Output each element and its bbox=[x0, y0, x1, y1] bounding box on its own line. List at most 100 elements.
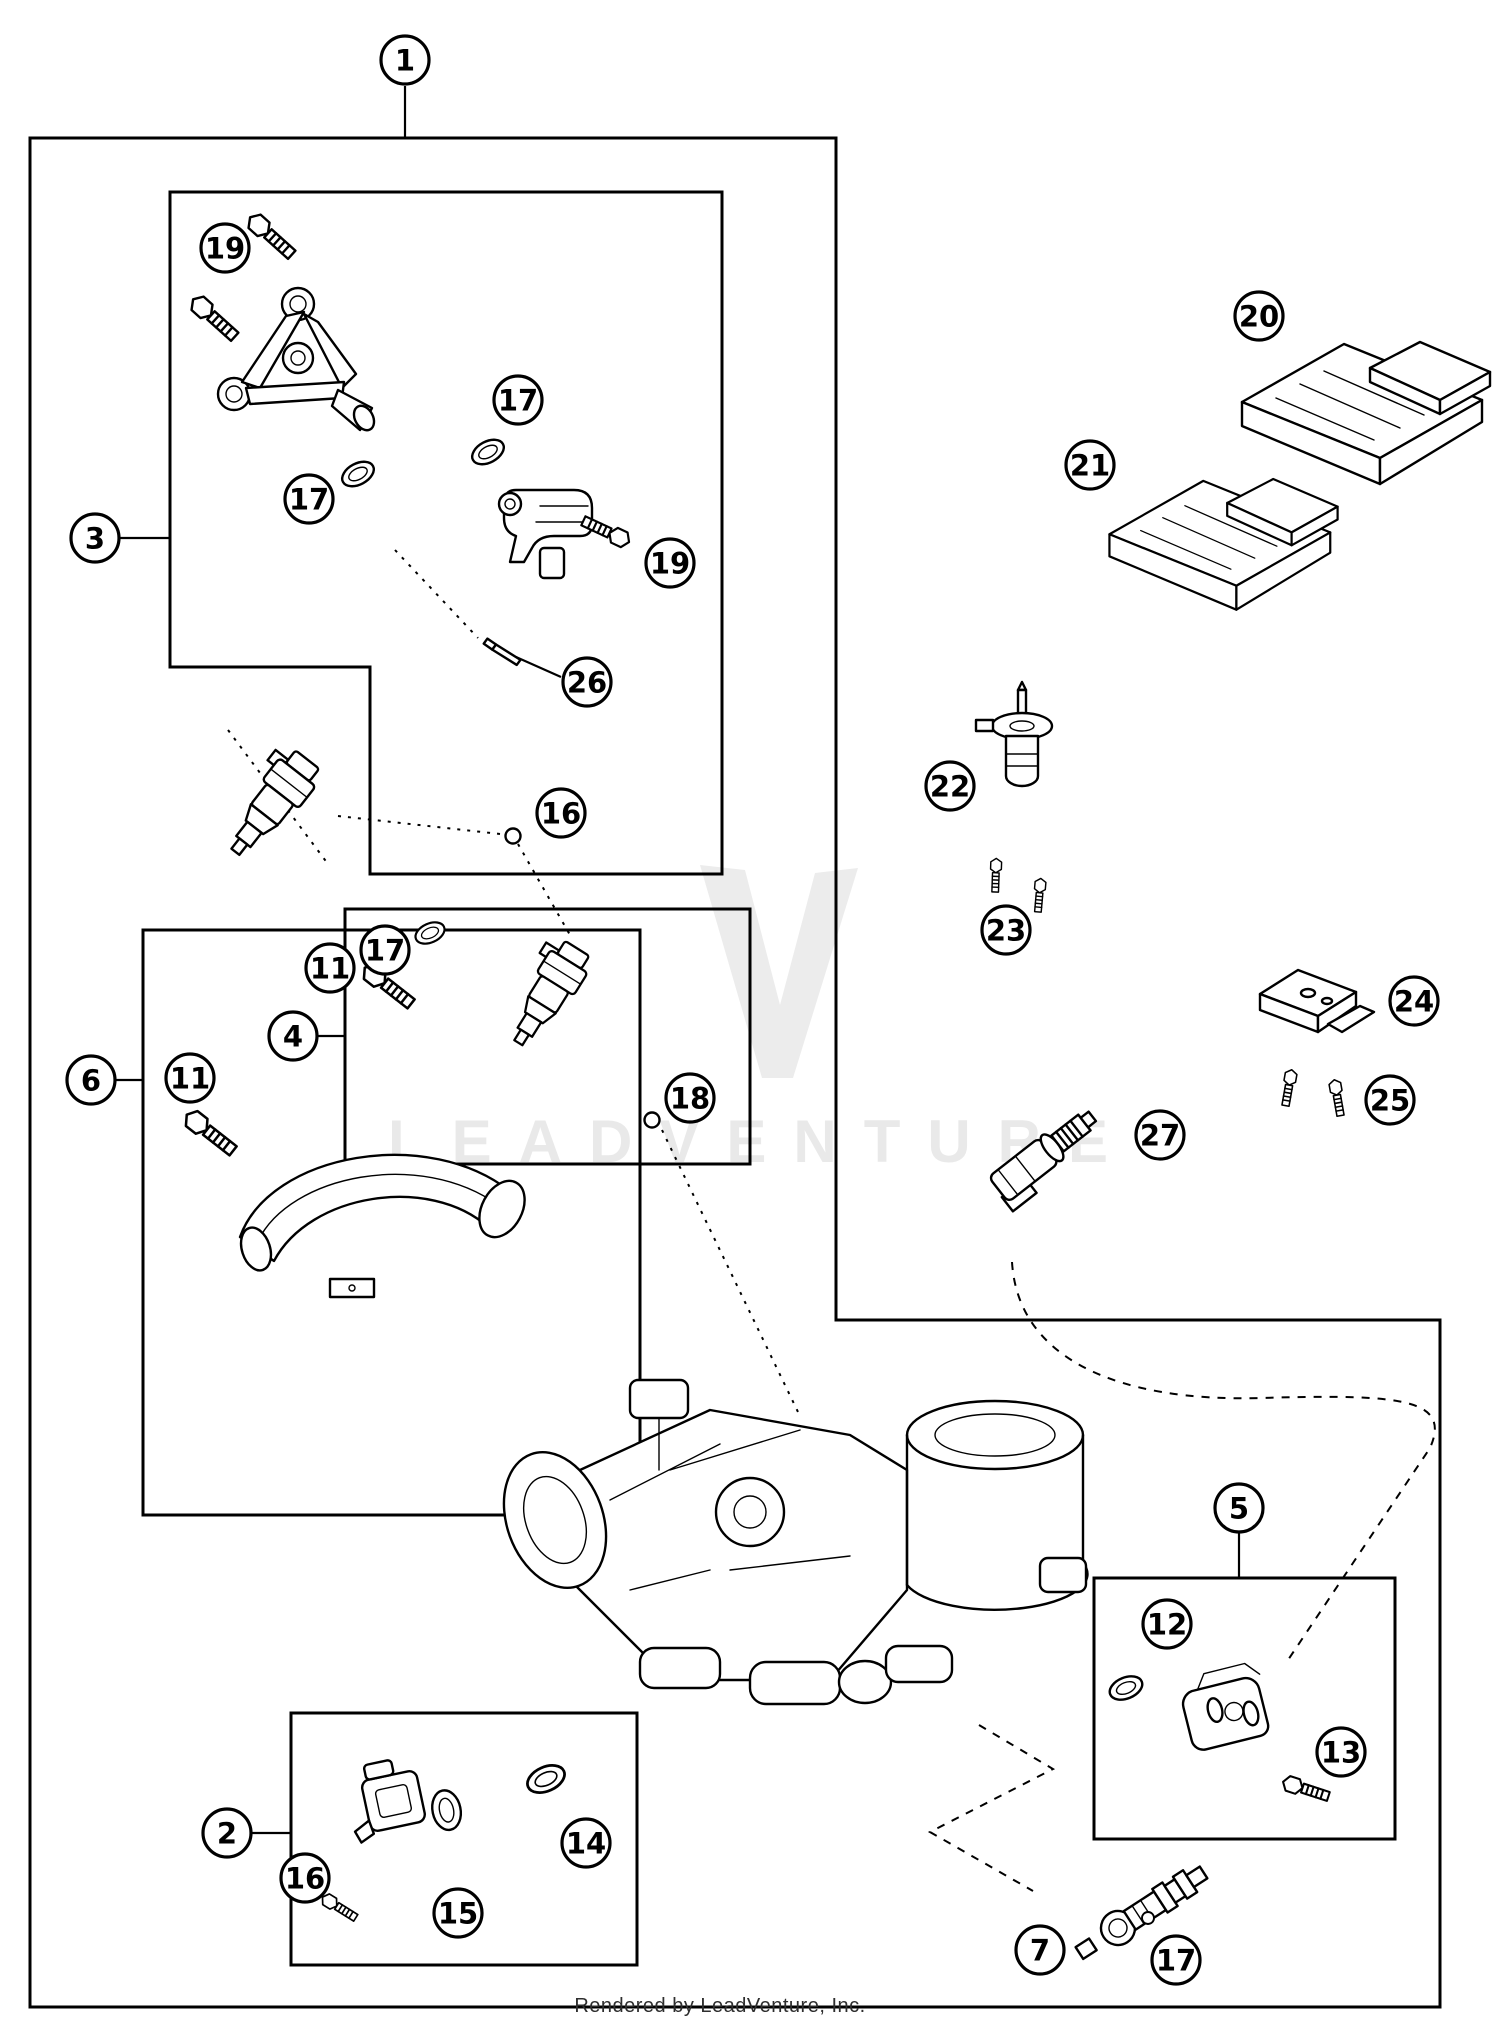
leader-grommet-exit bbox=[517, 843, 571, 936]
callout-13: 13 bbox=[1315, 1726, 1367, 1778]
bolt-19-a bbox=[242, 209, 299, 263]
leader-injector-to-grommet bbox=[337, 815, 501, 835]
callout-number-21: 21 bbox=[1070, 448, 1110, 482]
callout-23: 23 bbox=[980, 904, 1032, 956]
leader-27-to-tps bbox=[1011, 1261, 1436, 1661]
callout-number-16-b: 16 bbox=[285, 1861, 325, 1895]
callout-number-11-b: 11 bbox=[170, 1061, 210, 1095]
bolt-19-b bbox=[185, 291, 242, 345]
callout-number-27: 27 bbox=[1140, 1118, 1180, 1152]
callout-number-24: 24 bbox=[1394, 984, 1434, 1018]
callout-19-b: 19 bbox=[644, 537, 696, 589]
callout-circle-7 bbox=[1014, 1924, 1066, 1976]
o-ring-18 bbox=[643, 1111, 661, 1129]
callout-circle-3 bbox=[69, 512, 121, 564]
throttle-position-sensor bbox=[1175, 1659, 1276, 1754]
o-ring-17-d bbox=[1141, 1911, 1155, 1925]
callout-number-17-b: 17 bbox=[498, 383, 538, 417]
callout-circle-4 bbox=[267, 1010, 319, 1062]
callout-number-5: 5 bbox=[1229, 1491, 1249, 1525]
callout-12: 12 bbox=[1141, 1598, 1193, 1650]
dowel-pin-26 bbox=[479, 636, 525, 667]
callout-circle-16-b bbox=[279, 1852, 331, 1904]
callout-circle-22 bbox=[924, 760, 976, 812]
fuel-injector-3 bbox=[209, 739, 327, 868]
screw-16-b bbox=[318, 1890, 360, 1925]
callout-circle-19-b bbox=[644, 537, 696, 589]
callout-number-26: 26 bbox=[567, 665, 607, 699]
callout-number-20: 20 bbox=[1239, 299, 1279, 333]
callout-number-22: 22 bbox=[930, 769, 970, 803]
callout-19-a: 19 bbox=[199, 222, 251, 274]
leadventure-v-logo bbox=[700, 865, 858, 1078]
connector-lines-layer bbox=[115, 86, 1241, 1835]
callout-circle-19-a bbox=[199, 222, 251, 274]
callout-24: 24 bbox=[1388, 975, 1440, 1027]
leader-lines-layer bbox=[227, 549, 1436, 1892]
callout-number-1: 1 bbox=[395, 43, 415, 77]
o-ring-12 bbox=[1105, 1670, 1147, 1706]
callout-15: 15 bbox=[432, 1887, 484, 1939]
callout-11-b: 11 bbox=[164, 1052, 216, 1104]
callout-number-17-d: 17 bbox=[1156, 1943, 1196, 1977]
leader-body-to-hose bbox=[927, 1724, 1056, 1892]
callout-2: 2 bbox=[201, 1807, 253, 1859]
ecu-20 bbox=[1240, 340, 1492, 486]
callout-circle-5 bbox=[1213, 1482, 1265, 1534]
callout-number-23: 23 bbox=[986, 913, 1026, 947]
callout-number-18: 18 bbox=[670, 1081, 710, 1115]
callout-circle-25 bbox=[1364, 1074, 1416, 1126]
callout-circle-18 bbox=[664, 1072, 716, 1124]
fuel-injector-4 bbox=[492, 931, 597, 1056]
group-box-5 bbox=[1092, 1576, 1397, 1841]
screw-25-a bbox=[1278, 1067, 1299, 1108]
callout-circle-6 bbox=[65, 1054, 117, 1106]
callout-17-c: 17 bbox=[359, 924, 411, 976]
group-box-3 bbox=[168, 190, 724, 876]
callout-circle-11-a bbox=[304, 942, 356, 994]
callout-circle-21 bbox=[1064, 439, 1116, 491]
callout-6: 6 bbox=[65, 1054, 117, 1106]
callout-11-a: 11 bbox=[304, 942, 356, 994]
callout-26-pointer bbox=[515, 655, 562, 679]
callout-25: 25 bbox=[1364, 1074, 1416, 1126]
callout-number-19-b: 19 bbox=[650, 546, 690, 580]
callout-circle-26 bbox=[561, 656, 613, 708]
leader-bracket-to-pin bbox=[394, 549, 479, 639]
callout-number-12: 12 bbox=[1147, 1607, 1187, 1641]
callout-number-16-a: 16 bbox=[541, 796, 581, 830]
callout-number-2: 2 bbox=[217, 1816, 237, 1850]
callout-22: 22 bbox=[924, 760, 976, 812]
o-ring-14 bbox=[521, 1758, 571, 1800]
ecu-21 bbox=[1108, 477, 1339, 611]
callout-number-15: 15 bbox=[438, 1896, 478, 1930]
callout-circle-12 bbox=[1141, 1598, 1193, 1650]
throttle-body bbox=[484, 1378, 1089, 1706]
callout-27: 27 bbox=[1134, 1109, 1186, 1161]
callout-17-a: 17 bbox=[283, 473, 335, 525]
callout-circle-13 bbox=[1315, 1726, 1367, 1778]
callout-circle-23 bbox=[980, 904, 1032, 956]
callout-circle-2 bbox=[201, 1807, 253, 1859]
intake-boot bbox=[234, 1153, 535, 1299]
callout-number-17-a: 17 bbox=[289, 482, 329, 516]
map-sensor bbox=[497, 488, 594, 580]
o-ring-17-b bbox=[466, 433, 510, 471]
callout-17-d: 17 bbox=[1150, 1934, 1202, 1986]
callout-number-6: 6 bbox=[81, 1063, 101, 1097]
callout-number-3: 3 bbox=[85, 521, 105, 555]
callout-20: 20 bbox=[1233, 290, 1285, 342]
callout-circle-17-b bbox=[492, 374, 544, 426]
group-box-4 bbox=[343, 907, 752, 1166]
callout-16-b: 16 bbox=[279, 1852, 331, 1904]
callout-number-25: 25 bbox=[1370, 1083, 1410, 1117]
callout-circle-14 bbox=[560, 1817, 612, 1869]
callout-number-4: 4 bbox=[283, 1019, 303, 1053]
callout-circle-17-c bbox=[359, 924, 411, 976]
fuel-rail-bracket bbox=[216, 286, 380, 435]
callout-number-7: 7 bbox=[1030, 1933, 1050, 1967]
footer-credit: Rendered by LeadVenture, Inc. bbox=[574, 1995, 866, 2017]
